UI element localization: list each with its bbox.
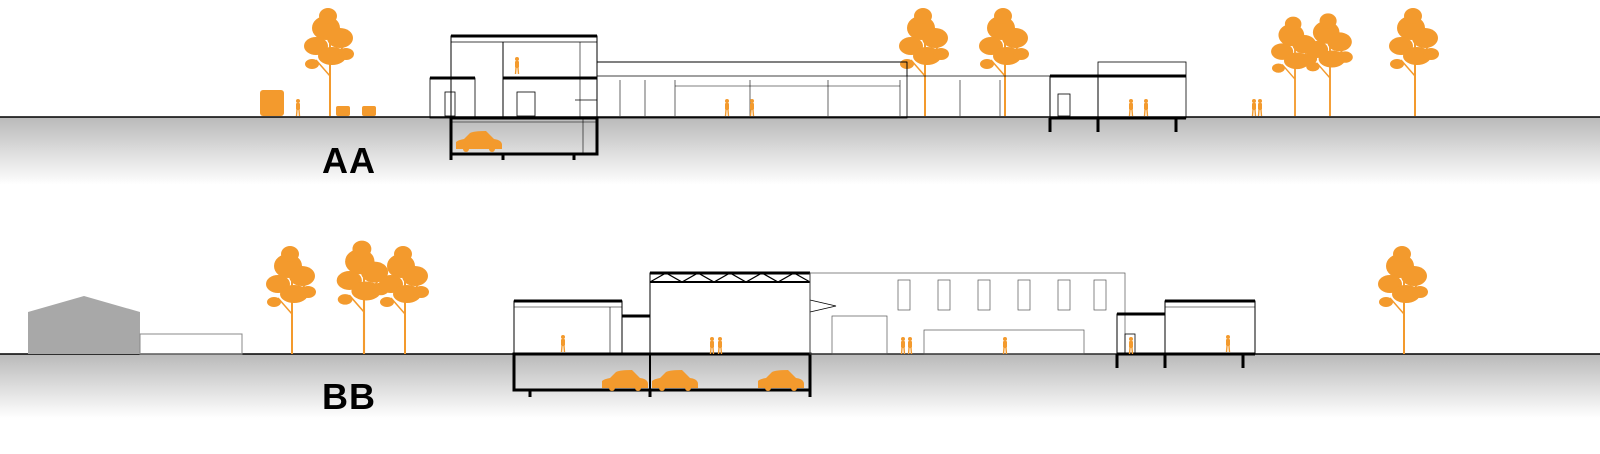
ground-aa xyxy=(0,117,1600,185)
tree-icon xyxy=(1388,7,1440,117)
person-icon xyxy=(514,56,520,75)
person-icon xyxy=(1225,334,1231,353)
building-bb-facade xyxy=(809,272,1126,355)
vehicle-icon xyxy=(260,90,284,116)
person-icon xyxy=(1143,98,1149,117)
tree-icon xyxy=(303,7,355,117)
tree-icon xyxy=(378,245,430,355)
person-icon xyxy=(560,334,566,353)
bench-icon xyxy=(336,106,350,116)
building-aa-east xyxy=(1048,61,1187,132)
person-icon xyxy=(749,98,755,117)
person-icon xyxy=(1002,336,1008,355)
tree-icon xyxy=(1377,245,1429,355)
neighbor-building xyxy=(28,296,140,354)
person-icon xyxy=(724,98,730,117)
building-bb-east xyxy=(1115,299,1256,368)
tree-icon xyxy=(1304,12,1354,117)
person-icon xyxy=(907,336,913,355)
person-icon xyxy=(1128,336,1134,355)
tree-icon xyxy=(265,245,317,355)
person-icon xyxy=(295,98,301,117)
neighbor-annex xyxy=(139,333,243,355)
person-icon xyxy=(1128,98,1134,117)
person-icon xyxy=(709,336,715,355)
person-icon xyxy=(1251,98,1257,117)
section-bb xyxy=(0,239,1600,418)
person-icon xyxy=(717,336,723,355)
bench-icon xyxy=(362,106,376,116)
tree-icon xyxy=(335,239,391,356)
section-aa xyxy=(0,7,1600,185)
section-label-aa: AA xyxy=(322,140,376,181)
building-aa-main xyxy=(429,34,1050,160)
person-icon xyxy=(1257,98,1263,117)
tree-icon xyxy=(978,7,1030,117)
person-icon xyxy=(900,336,906,355)
section-label-bb: BB xyxy=(322,376,376,417)
